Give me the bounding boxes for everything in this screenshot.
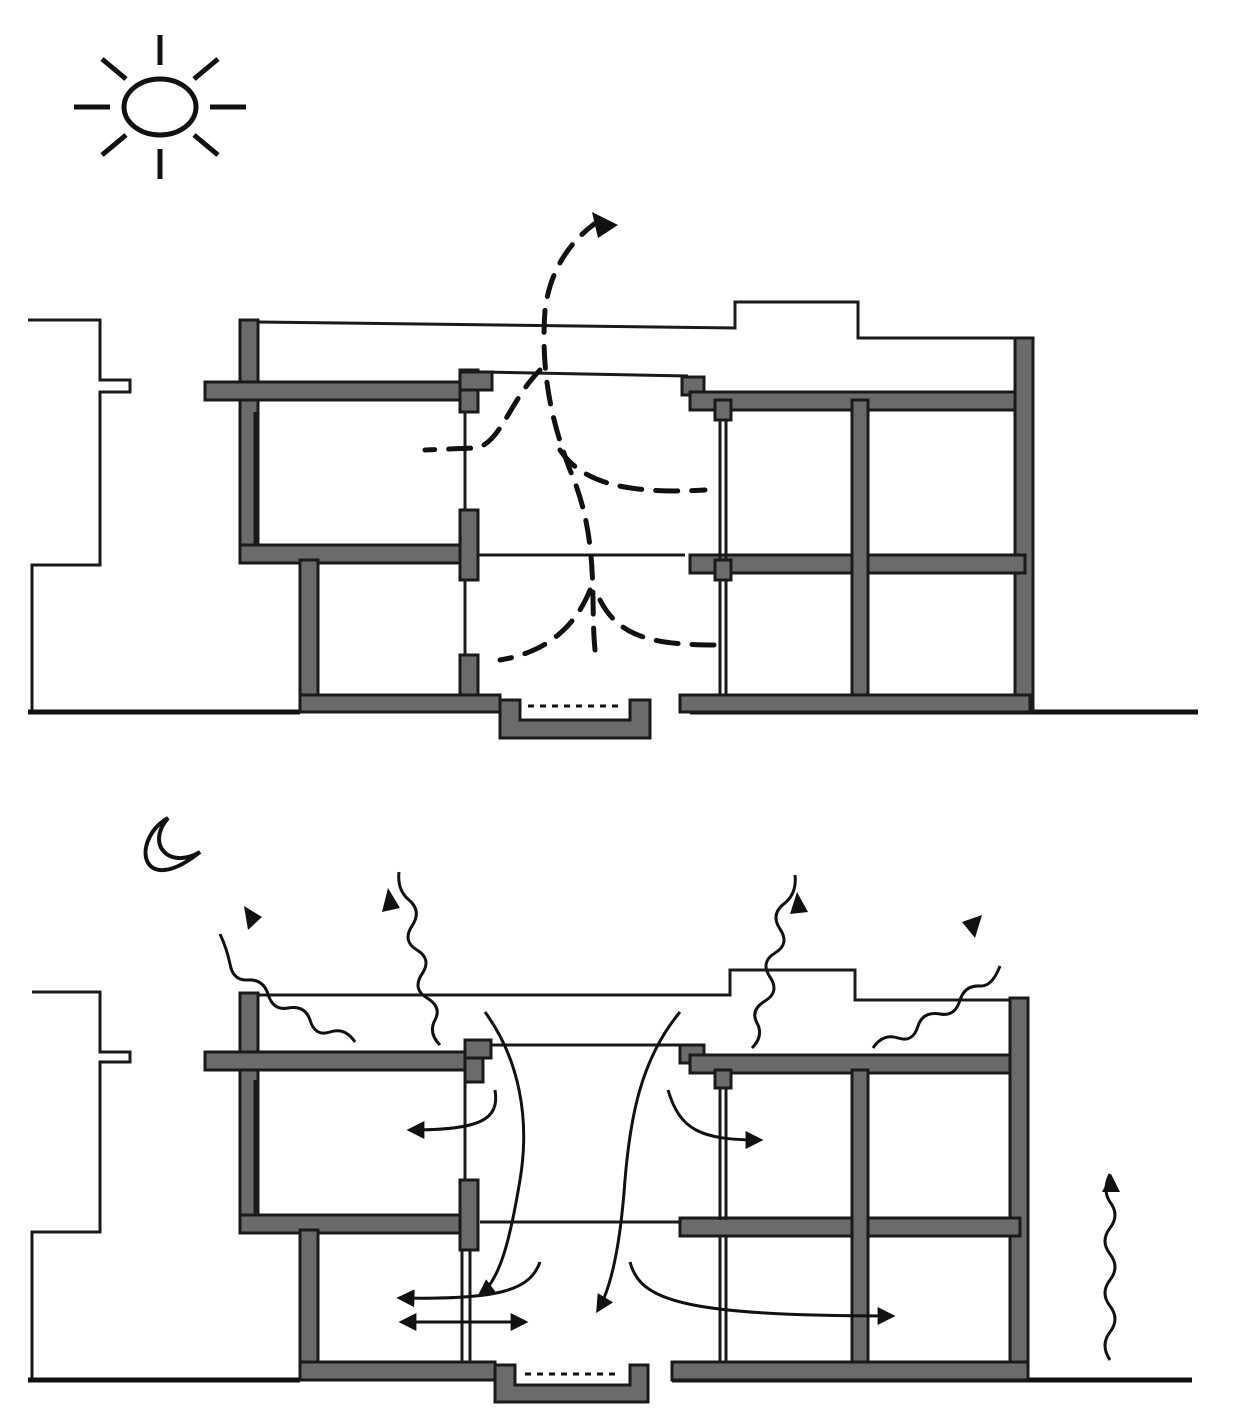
day-airflow-dashed [422, 212, 723, 663]
sun-icon [74, 35, 246, 179]
night-cool-airflow [396, 1011, 896, 1331]
courtyard-level-lines [475, 370, 689, 557]
neighbor-building-outline-night [30, 990, 132, 1378]
night-panel [28, 816, 1192, 1404]
right-block-walls-night [678, 996, 1030, 1380]
basement-floor [298, 693, 1032, 740]
night-radiation-arrows [218, 871, 1120, 1361]
neighbor-building-outline [28, 318, 132, 710]
basement-floor-night [298, 1360, 1030, 1404]
roof-parapet-night [258, 968, 1018, 1002]
moon-icon [143, 816, 202, 873]
courtyard-level-lines-night [480, 1043, 680, 1224]
exhaust-arrowhead [592, 212, 618, 238]
left-block-walls-night [203, 991, 493, 1377]
right-block-walls [680, 336, 1035, 712]
left-block-walls [203, 318, 494, 710]
roof-parapet [257, 300, 1018, 340]
day-panel [28, 35, 1198, 740]
